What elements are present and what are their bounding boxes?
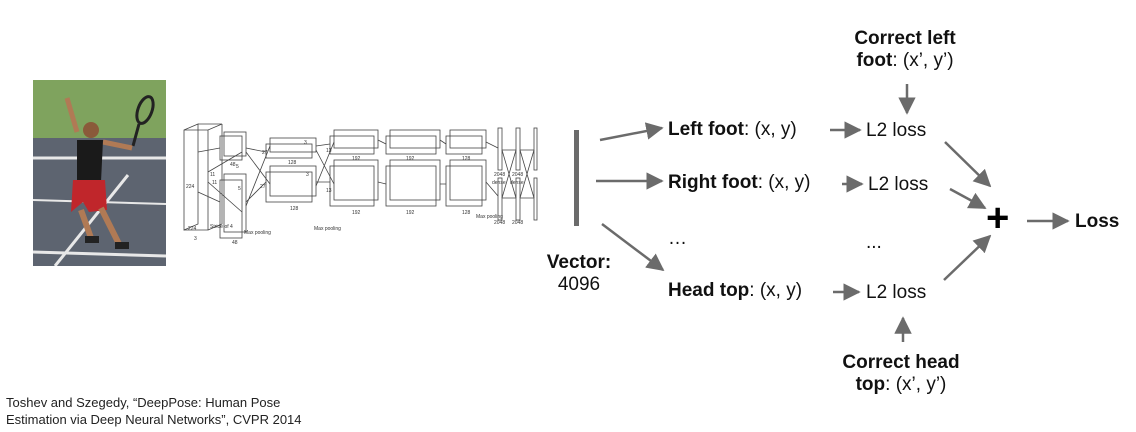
conv2-bottom [265,171,313,203]
conv2-top [265,143,313,159]
conv5-bottom [445,165,483,207]
dense3-top [533,127,538,171]
input-volume-front [183,123,199,231]
target-line1: Correct head [842,352,960,373]
output-coords: … [668,228,687,249]
dense1-top [497,127,503,171]
net-number: 13 [326,188,332,194]
net-number: 27 [260,184,266,190]
net-number: 5 [236,164,239,170]
conv1-bottom [219,179,243,239]
arrow-loss2-to-sum [949,187,987,210]
net-layer-label: dense [510,180,524,186]
target-line2-rest: : (x’, y’) [892,50,954,71]
net-number: 2048 [512,220,523,226]
cnn-layers-svg: 224 224 3 11 11 5 5 48 48 27 27 128 128 … [183,123,538,246]
conv4-bottom [385,165,437,207]
output-ellipsis: … [668,228,687,250]
net-number: 3 [306,172,309,178]
dense2-bottom [515,177,521,221]
target-left-foot: Correct left foot: (x’, y’) [830,28,980,72]
net-layer-label: dense [492,180,506,186]
total-loss-text: Loss [1075,211,1120,232]
output-name: Right foot [668,172,758,193]
net-number: 224 [186,184,195,190]
net-number: 48 [232,240,238,246]
target-line2-rest: : (x’, y’) [885,374,947,395]
total-loss-label: Loss [1075,211,1119,233]
net-number: 2048 [494,172,505,178]
citation: Toshev and Szegedy, “DeepPose: Human Pos… [6,394,302,428]
sum-operator: + [986,196,1010,240]
dense2-top [515,127,521,171]
output-coords: : (x, y) [749,280,803,301]
net-layer-label: Max pooling [244,230,271,236]
output-coords: : (x, y) [757,172,811,193]
feature-vector-bar [574,130,579,226]
output-right-foot: Right foot: (x, y) [668,172,810,194]
l2-loss-ellipsis: ... [866,232,882,253]
net-number: 3 [304,140,307,146]
output-coords: : (x, y) [743,119,797,140]
net-number: 192 [352,156,361,162]
net-number: 11 [210,172,215,178]
net-number: 128 [462,210,471,216]
net-number: 2048 [494,220,505,226]
arrow-loss1-to-sum [944,141,992,188]
arrow-to-left-foot [599,122,664,142]
vector-size: 4096 [557,274,601,295]
net-number: 192 [406,156,415,162]
dense3-bottom [533,177,538,221]
net-number: 48 [230,162,236,168]
target-line2-bold: foot [856,50,893,71]
citation-line1: Toshev and Szegedy, “DeepPose: Human Pos… [6,395,281,410]
conv3-top [329,135,375,155]
net-number: 27 [262,150,268,156]
tennis-player-photo [33,80,166,266]
tennis-player-illustration [33,80,166,266]
l2-loss-label: L2 loss [868,174,929,195]
net-number: 11 [212,180,217,186]
net-number: 128 [290,206,299,212]
vector-label: Vector: [546,252,612,273]
net-number: 192 [352,210,361,216]
target-line1: Correct left [854,28,956,49]
conv5-top [445,135,483,155]
net-number: 2048 [512,172,523,178]
net-number: 13 [326,148,332,154]
input-volume-top [184,123,223,131]
target-line2-bold: top [855,374,886,395]
output-head-top: Head top: (x, y) [668,280,802,302]
target-head-top: Correct head top: (x’, y’) [826,352,976,396]
net-number: 192 [406,210,415,216]
net-number: 128 [288,160,297,166]
output-left-foot: Left foot: (x, y) [668,119,797,141]
vector-label-block: Vector: 4096 [524,252,634,296]
conv4-top [385,135,437,155]
arrow-to-head-top [601,223,665,272]
net-layer-label: Stride of 4 [210,224,233,230]
cnn-architecture-diagram: 224 224 3 11 11 5 5 48 48 27 27 128 128 … [180,122,548,247]
citation-line2: Estimation via Deep Neural Networks”, CV… [6,412,302,427]
output-name: Head top [668,280,750,301]
net-number: 3 [194,236,197,242]
conv3-bottom [329,165,375,207]
output-name: Left foot [668,119,744,140]
l2-loss-label: L2 loss [866,120,927,141]
net-layer-label: Max pooling [476,214,503,220]
dense1-bottom [497,177,503,221]
l2-loss-label: L2 loss [866,282,927,303]
net-number: 128 [462,156,471,162]
net-number: 5 [238,186,241,192]
arrow-loss4-to-sum [943,234,992,281]
net-layer-label: Max pooling [314,226,341,232]
net-number: 224 [188,226,197,232]
